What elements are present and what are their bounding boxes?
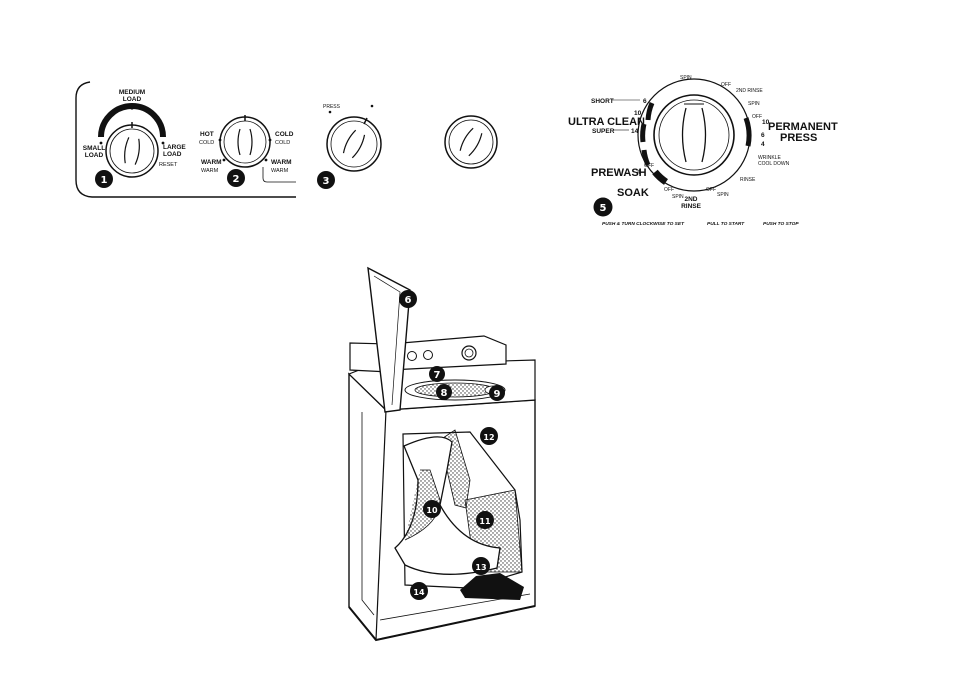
load-size-knob[interactable] [105, 124, 159, 178]
cool-down-label-2: COOL DOWN [758, 161, 790, 167]
callout-5-badge [593, 197, 613, 217]
off-label-bottom-right: OFF [706, 187, 716, 193]
callout-7: 7 [434, 370, 441, 381]
temperature-knob[interactable] [219, 116, 271, 168]
permanent-press-label-2: PRESS [780, 132, 817, 144]
off-label-right: OFF [752, 114, 762, 120]
instruction-start: PULL TO START [707, 221, 745, 227]
large-load-label-2: LOAD [163, 151, 182, 158]
warm-left-label: WARM [201, 159, 222, 166]
callout-10-group: 10 [423, 500, 441, 518]
spin-label-top: SPIN [680, 75, 692, 81]
ultra-clean-label: ULTRA CLEAN [568, 116, 645, 128]
callout-14-group: 14 [410, 582, 428, 600]
hot-label: HOT [200, 131, 214, 138]
soak-label: SOAK [617, 187, 649, 199]
medium-load-label-2: LOAD [123, 96, 142, 103]
callout-9: 9 [494, 389, 501, 400]
timer-num-10-right: 10 [762, 119, 770, 126]
small-load-label-1: SMALL [83, 145, 105, 152]
timer-num-10-left: 10 [634, 110, 642, 117]
callout-6-group: 6 [399, 290, 417, 308]
second-rinse-bottom-label-2: RINSE [681, 203, 702, 210]
callout-8-group: 8 [436, 384, 452, 400]
spin-label-bottom-left: SPIN [672, 194, 684, 200]
callout-5: 5 [600, 203, 607, 214]
cold-cold-label: COLD [275, 140, 290, 146]
super-label: SUPER [592, 128, 615, 135]
cold-label: COLD [275, 131, 294, 138]
small-load-label-2: LOAD [85, 152, 104, 159]
callout-12: 12 [483, 433, 494, 442]
instruction-stop: PUSH TO STOP [763, 221, 799, 227]
callout-11-group: 11 [476, 511, 494, 529]
knob-4-group [444, 115, 498, 169]
callout-9-group: 9 [489, 385, 505, 401]
washer-illustration: 6 7 8 9 10 11 12 13 [347, 266, 536, 642]
short-label: SHORT [591, 98, 614, 105]
callout-14: 14 [413, 588, 425, 597]
medium-load-label-1: MEDIUM [119, 89, 145, 96]
callout-10: 10 [426, 506, 438, 515]
knob-3-label: PRESS [323, 104, 341, 110]
large-load-label-1: LARGE [163, 144, 186, 151]
load-size-knob-group: MEDIUM LOAD SMALL LOAD LARGE LOAD RESET … [83, 89, 186, 188]
timer-num-6-right: 6 [761, 132, 765, 139]
callout-2-badge [227, 169, 245, 187]
callout-2: 2 [233, 174, 240, 185]
hot-cold-label: COLD [199, 140, 214, 146]
callout-6: 6 [405, 295, 412, 306]
washer-console [389, 335, 507, 371]
callout-13: 13 [475, 563, 486, 572]
knob-3-group: PRESS 3 [317, 104, 382, 189]
callout-3-badge [317, 171, 335, 189]
timer-num-4-right: 4 [761, 141, 765, 148]
callout-1: 1 [101, 175, 108, 186]
warm-right-label: WARM [271, 159, 292, 166]
washer-base [460, 573, 524, 600]
temperature-knob-group: HOT COLD COLD COLD WARM WARM WARM WARM 2 [199, 115, 296, 187]
rinse-label: RINSE [740, 177, 756, 183]
permanent-press-label-1: PERMANENT [768, 121, 838, 133]
callout-12-group: 12 [480, 427, 498, 445]
callout-11: 11 [479, 517, 491, 526]
second-rinse-top-label: 2ND RINSE [736, 88, 763, 94]
timer-knob[interactable] [653, 94, 735, 176]
spin-label-bottom-right: SPIN [717, 192, 729, 198]
prewash-label: PREWASH [591, 167, 647, 179]
callout-7-group: 7 [429, 366, 445, 382]
cool-down-label-1: WRINKLE [758, 155, 781, 161]
control-panel-left: MEDIUM LOAD SMALL LOAD LARGE LOAD RESET … [75, 81, 498, 198]
second-rinse-bottom-label-1: 2ND [684, 196, 697, 203]
off-label-top: OFF [721, 82, 731, 88]
timer-num-6-left: 6 [643, 98, 647, 105]
panel-outline [75, 81, 296, 198]
timer-num-4-left: 4 [637, 169, 641, 176]
callout-3: 3 [323, 176, 330, 187]
knob-3[interactable] [326, 116, 382, 172]
warm-right-sub-label: WARM [271, 168, 289, 174]
instruction-set: PUSH & TURN CLOCKWISE TO SET [602, 221, 685, 227]
callout-1-badge [95, 170, 113, 188]
callout-8: 8 [441, 388, 448, 399]
knob-4[interactable] [444, 115, 498, 169]
off-label-bottom-left: OFF [664, 187, 674, 193]
warm-left-sub-label: WARM [201, 168, 219, 174]
reset-label: RESET [159, 162, 178, 168]
timer-dial-group: SHORT 6 10 ULTRA CLEAN SUPER 14 PREWASH … [568, 75, 838, 227]
timer-num-14: 14 [631, 128, 639, 135]
spin-label-right: SPIN [748, 101, 760, 107]
callout-13-group: 13 [472, 557, 490, 575]
off-label-left: OFF [644, 163, 654, 169]
load-size-arc [98, 103, 166, 138]
